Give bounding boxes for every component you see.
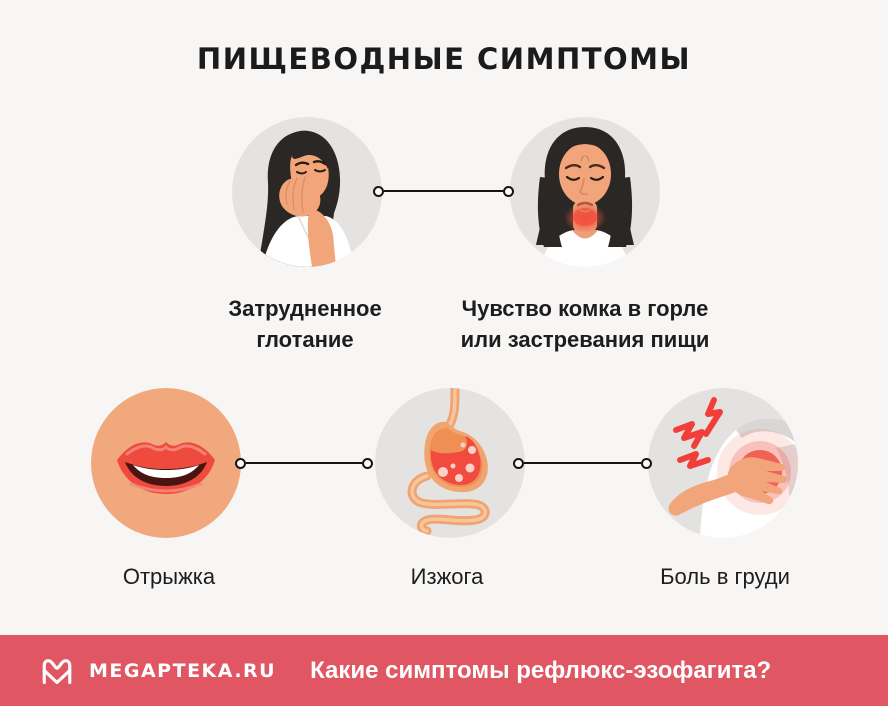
connector-ring (362, 457, 373, 469)
connector-ring (235, 457, 246, 469)
stomach-icon (375, 388, 525, 538)
footer-question: Какие симптомы рефлюкс-эзофагита? (310, 656, 772, 684)
connector-line (513, 457, 652, 469)
symptom-label-swallowing: Затрудненное глотание (228, 296, 382, 352)
woman-sore-throat-icon (510, 117, 660, 267)
page-title: ПИЩЕВОДНЫЕ СИМПТОМЫ (196, 42, 692, 76)
brand-name: MEGAPTEKA.RU (89, 659, 277, 682)
connector-ring (513, 457, 524, 469)
connector-wire (524, 461, 641, 465)
connector-line (373, 185, 514, 197)
symptom-label-chest-pain: Боль в груди (660, 564, 790, 589)
woman-covering-mouth-icon (232, 117, 382, 267)
connector-wire (246, 461, 362, 465)
symptom-circle-throat-lump (510, 117, 660, 267)
megapteka-logo-icon (42, 659, 72, 685)
footer-bar: MEGAPTEKA.RU Какие симптомы рефлюкс-эзоф… (0, 635, 888, 706)
symptom-label-throat-lump: Чувство комка в горле или застревания пи… (460, 296, 710, 352)
lips-icon (91, 388, 241, 538)
symptom-circle-belching (91, 388, 241, 538)
connector-ring (373, 185, 384, 197)
connector-ring (503, 185, 514, 197)
connector-ring (641, 457, 652, 469)
symptom-circle-swallowing (232, 117, 382, 267)
connector-wire (384, 189, 503, 193)
symptom-circle-heartburn (375, 388, 525, 538)
connector-line (235, 457, 373, 469)
chest-pain-icon (648, 388, 798, 538)
symptom-label-belching: Отрыжка (122, 564, 216, 589)
symptom-circle-chest-pain (648, 388, 798, 538)
symptom-label-heartburn: Изжога (410, 564, 484, 589)
